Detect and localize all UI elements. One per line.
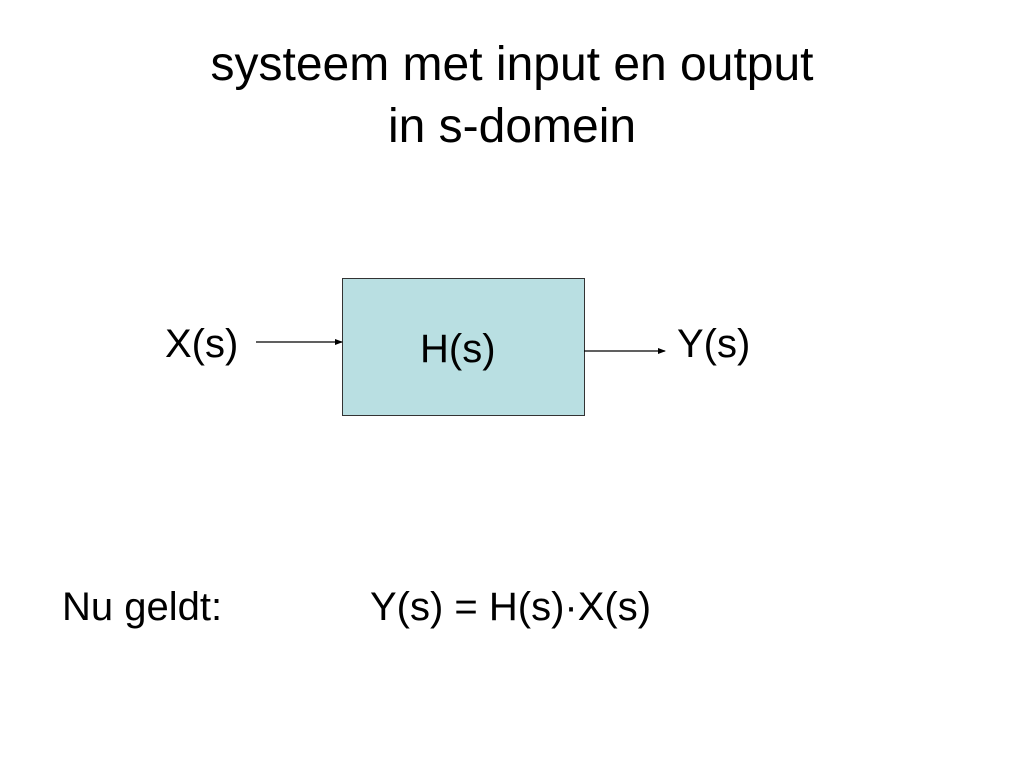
- title-line-1: systeem met input en output: [210, 38, 814, 91]
- formula-equation: Y(s) = H(s)·X(s): [370, 585, 652, 629]
- input-signal-label: X(s): [165, 322, 239, 366]
- title-line-2: in s-domein: [387, 100, 637, 153]
- slide-title: systeem met input en output in s-domein: [0, 34, 1024, 158]
- formula-intro: Nu geldt:: [62, 585, 223, 629]
- system-block: [342, 278, 585, 416]
- transfer-function-label: H(s): [420, 327, 496, 371]
- output-signal-label: Y(s): [677, 322, 751, 366]
